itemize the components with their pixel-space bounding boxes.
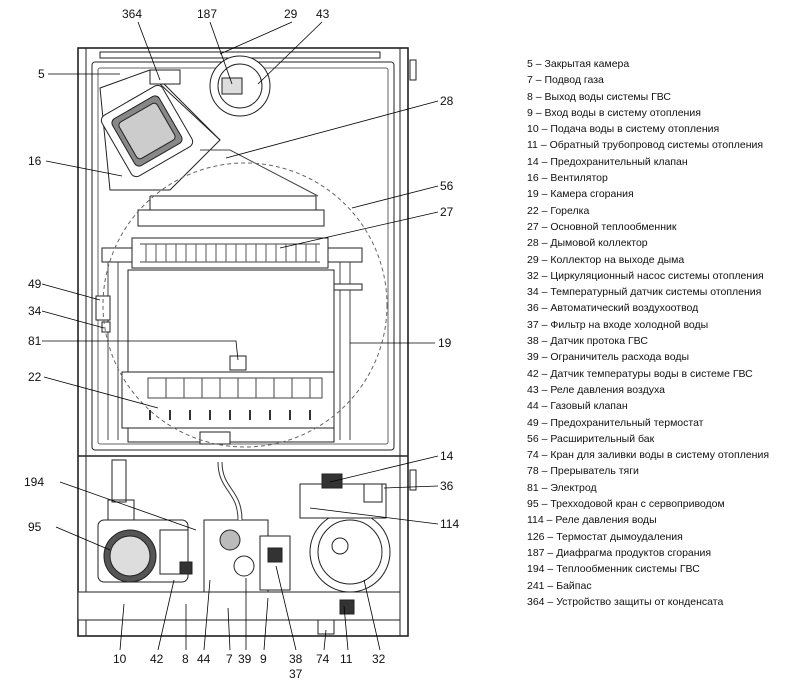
legend-item: 22 – Горелка <box>527 204 590 217</box>
callout-29: 29 <box>284 7 298 21</box>
legend-item: 9 – Вход воды в систему отопления <box>527 106 701 119</box>
heat-exchanger <box>101 209 363 269</box>
legend-item: 27 – Основной теплообменник <box>527 220 677 233</box>
legend-item: 38 – Датчик протока ГВС <box>527 335 648 348</box>
callout-32: 32 <box>372 652 386 666</box>
legend-item: 74 – Кран для заливки воды в систему ото… <box>527 449 770 462</box>
legend-item: 34 – Температурный датчик системы отопле… <box>527 286 762 299</box>
callout-16: 16 <box>28 154 42 168</box>
legend-item: 44 – Газовый клапан <box>527 400 628 413</box>
callout-39: 39 <box>238 652 252 666</box>
legend-item: 187 – Диафрагма продуктов сгорания <box>527 546 712 559</box>
callout-8: 8 <box>182 652 189 666</box>
legend-item: 43 – Реле давления воздуха <box>527 383 665 396</box>
burner <box>121 355 335 445</box>
legend-item: 114 – Реле давления воды <box>527 514 657 527</box>
fan-assembly <box>99 55 319 212</box>
legend-item: 10 – Подача воды в систему отопления <box>527 123 720 136</box>
leader-lines <box>41 21 439 651</box>
boiler-diagram: 364 187 29 43 5 28 16 56 27 49 34 81 19 … <box>24 7 459 681</box>
legend-item: 37 – Фильтр на входе холодной воды <box>527 318 709 331</box>
callout-11: 11 <box>340 652 353 666</box>
callout-14: 14 <box>440 449 454 463</box>
callout-95: 95 <box>28 520 42 534</box>
legend-item: 8 – Выход воды системы ГВС <box>527 90 672 103</box>
callout-labels: 364 187 29 43 5 28 16 56 27 49 34 81 19 … <box>24 7 459 681</box>
legend-item: 241 – Байпас <box>527 579 592 592</box>
legend-item: 28 – Дымовой коллектор <box>527 237 648 250</box>
legend-item: 49 – Предохранительный термостат <box>527 416 704 429</box>
callout-9: 9 <box>260 652 267 666</box>
callout-81: 81 <box>28 334 42 348</box>
callout-27: 27 <box>440 205 454 219</box>
callout-194: 194 <box>24 475 44 489</box>
callout-36: 36 <box>440 479 454 493</box>
legend-item: 32 – Циркуляционный насос системы отопле… <box>527 269 764 282</box>
legend-item: 81 – Электрод <box>527 481 597 494</box>
callout-37: 37 <box>289 667 303 681</box>
callout-22: 22 <box>28 370 42 384</box>
legend-item: 194 – Теплообменник системы ГВС <box>527 563 700 576</box>
callout-42: 42 <box>150 652 164 666</box>
callout-114: 114 <box>440 517 459 531</box>
callout-74: 74 <box>316 652 330 666</box>
legend-item: 36 – Автоматический воздухоотвод <box>527 302 699 315</box>
callout-19: 19 <box>438 336 452 350</box>
legend-item: 29 – Коллектор на выходе дыма <box>527 253 685 266</box>
callout-38: 38 <box>289 652 303 666</box>
callout-7: 7 <box>226 652 233 666</box>
callout-10: 10 <box>113 652 127 666</box>
callout-49: 49 <box>28 277 42 291</box>
callout-56: 56 <box>440 179 454 193</box>
legend-item: 16 – Вентилятор <box>527 172 608 185</box>
legend-item: 7 – Подвод газа <box>527 74 604 87</box>
legend-item: 78 – Прерыватель тяги <box>527 465 639 478</box>
legend-item: 364 – Устройство защиты от конденсата <box>527 595 724 608</box>
legend-item: 19 – Камера сгорания <box>527 188 634 201</box>
expansion-vessel-outline <box>102 162 388 448</box>
callout-364: 364 <box>122 7 142 21</box>
callout-44: 44 <box>197 652 211 666</box>
callout-5: 5 <box>38 67 45 81</box>
legend-item: 56 – Расширительный бак <box>527 432 655 445</box>
legend-item: 39 – Ограничитель расхода воды <box>527 351 690 364</box>
legend-item: 14 – Предохранительный клапан <box>527 155 688 168</box>
parts-legend: 5 – Закрытая камера 7 – Подвод газа 8 – … <box>527 56 789 610</box>
callout-34: 34 <box>28 304 42 318</box>
callout-187: 187 <box>197 7 217 21</box>
hydraulic-group <box>77 459 401 635</box>
legend-item: 5 – Закрытая камера <box>527 58 630 70</box>
legend-item: 11 – Обратный трубопровод системы отопле… <box>527 139 764 152</box>
legend-item: 95 – Трехходовой кран с сервоприводом <box>527 498 725 511</box>
callout-28: 28 <box>440 94 454 108</box>
callout-43: 43 <box>316 7 330 21</box>
legend-item: 42 – Датчик температуры воды в системе Г… <box>527 367 753 380</box>
legend-item: 126 – Термостат дымоудаления <box>527 530 683 543</box>
